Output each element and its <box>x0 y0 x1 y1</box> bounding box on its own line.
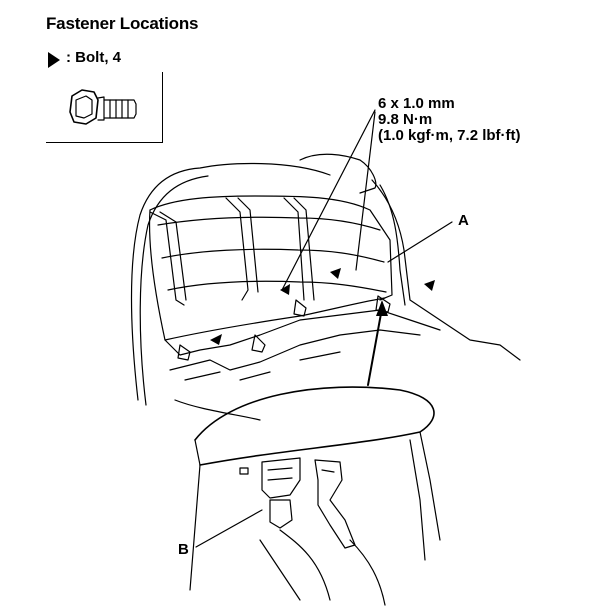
bolt-markers <box>210 268 435 345</box>
bolt-legend-box <box>46 72 163 143</box>
callout-b-leader <box>195 509 263 548</box>
detail-magnifier <box>189 386 441 591</box>
page-title: Fastener Locations <box>46 14 199 33</box>
triangle-arrow-icon <box>46 48 62 66</box>
detail-arrowhead-icon <box>376 300 388 316</box>
spec-leader-2 <box>355 111 376 271</box>
bolt-marker-icon <box>280 284 290 295</box>
body-outline <box>130 153 521 406</box>
bolt-marker-icon <box>330 268 341 279</box>
bolt-marker-icon <box>210 334 222 345</box>
bolt-icon <box>69 89 137 125</box>
legend-marker-icon <box>48 52 60 68</box>
torque-alt: (1.0 kgf·m, 7.2 lbf·ft) <box>378 127 521 144</box>
bolt-size: 6 x 1.0 mm <box>378 95 455 112</box>
leader-lines <box>195 109 453 548</box>
floor-panel <box>169 295 441 421</box>
torque-spec: 6 x 1.0 mm 9.8 N·m (1.0 kgf·m, 7.2 lbf·f… <box>378 96 521 144</box>
legend-label: : Bolt, 4 <box>66 48 121 66</box>
detail-leader <box>367 307 383 386</box>
callout-b-label: B <box>178 541 189 558</box>
callout-a-label: A <box>458 212 469 229</box>
spec-leader-1 <box>281 109 376 291</box>
latch-assembly <box>239 457 386 606</box>
bolt-marker-icon <box>424 280 435 291</box>
fastener-legend: : Bolt, 4 <box>46 48 121 66</box>
callout-a-leader <box>387 221 453 263</box>
torque-nm: 9.8 N·m <box>378 111 433 128</box>
